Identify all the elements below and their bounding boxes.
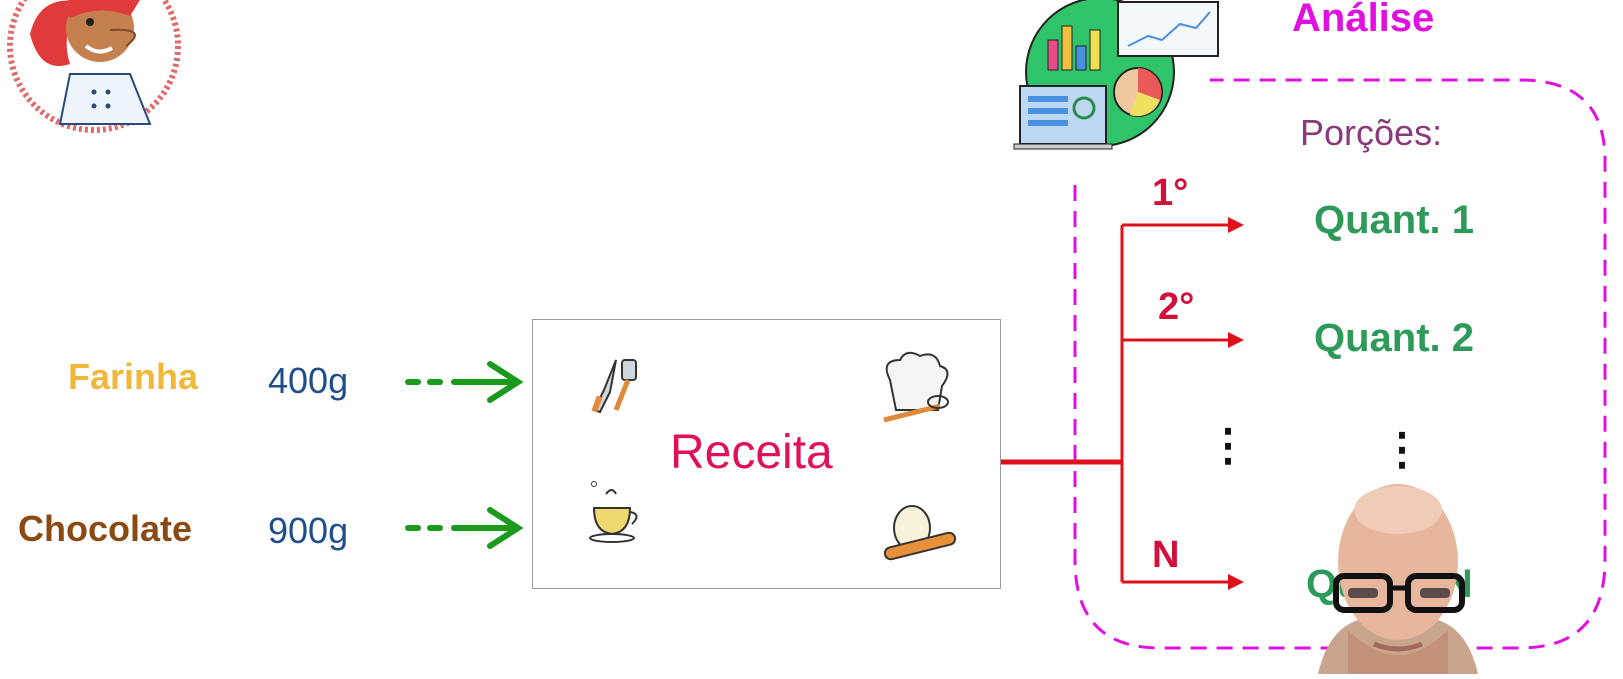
step-label-n: N: [1152, 534, 1180, 576]
ellipsis-branch: ⋮: [1206, 421, 1250, 470]
analysis-title: Análise: [1292, 0, 1435, 40]
arrowhead-1: [1228, 217, 1244, 233]
quantity-label-1: Quant. 1: [1314, 198, 1475, 242]
ingredient-name-farinha: Farinha: [68, 356, 199, 397]
input-arrow-chocolate: [405, 507, 524, 549]
analytics-dashboard-icon: [1010, 0, 1220, 150]
input-arrow-farinha: [405, 361, 524, 403]
output-branches: [1001, 223, 1230, 584]
step-label-1: 1°: [1152, 172, 1189, 214]
chef-hat-whisk-icon: [880, 350, 952, 431]
recipe-label: Receita: [670, 426, 833, 479]
rolling-pin-icon: [878, 500, 964, 575]
step-label-2: 2°: [1158, 286, 1195, 328]
presenter-webcam: [1318, 480, 1478, 674]
chef-avatar-icon: [0, 0, 190, 134]
portions-label: Porções:: [1300, 112, 1443, 153]
ingredient-name-chocolate: Chocolate: [18, 508, 193, 549]
ellipsis-quantity: ⋮: [1380, 425, 1424, 474]
ingredient-amount-farinha: 400g: [268, 360, 349, 401]
teacup-icon: [586, 478, 646, 553]
analysis-dashed-frame: [1073, 78, 1607, 650]
arrowhead-2: [1228, 332, 1244, 348]
ingredient-amount-chocolate: 900g: [268, 510, 349, 551]
arrowhead-n: [1228, 574, 1244, 590]
quantity-label-2: Quant. 2: [1314, 316, 1475, 360]
utensils-icon: [586, 356, 646, 421]
